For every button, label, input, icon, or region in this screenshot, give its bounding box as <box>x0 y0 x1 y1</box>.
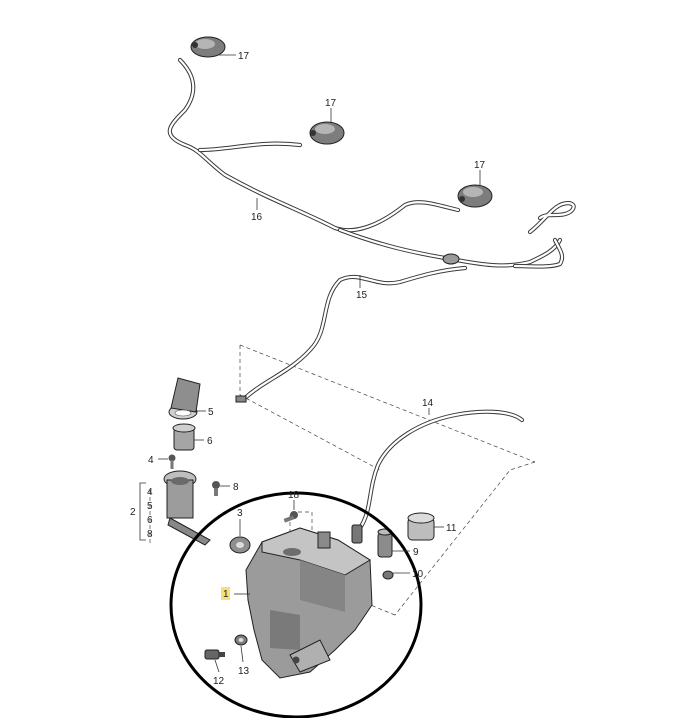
callout-12: 12 <box>213 676 225 687</box>
callout-17a: 17 <box>238 51 250 62</box>
screw-18 <box>283 511 298 523</box>
callout-5: 5 <box>208 407 214 418</box>
callout-17b: 17 <box>325 98 337 109</box>
pump-connector <box>351 524 363 544</box>
filler-neck <box>163 470 211 546</box>
callout-1-highlight <box>221 587 230 600</box>
level-sensor-12 <box>204 649 225 660</box>
washer-nozzle-17b <box>309 121 345 145</box>
callout-11: 11 <box>446 523 457 534</box>
grommet-13 <box>234 634 248 646</box>
callout-2-sub-4: 4 <box>147 487 153 498</box>
screw-4 <box>168 454 176 469</box>
bolt-8 <box>212 481 220 496</box>
strainer-6 <box>172 423 196 451</box>
callout-10: 10 <box>412 569 424 580</box>
washer-hose-15 <box>242 265 468 401</box>
washer-hose-16 <box>167 57 576 269</box>
callout-17c: 17 <box>474 160 486 171</box>
washer-nozzle-17a <box>190 36 226 58</box>
callout-9: 9 <box>413 547 419 558</box>
grommet-10 <box>382 570 394 580</box>
leader-lines <box>139 54 481 673</box>
washer-hose-14 <box>357 409 525 531</box>
callout-15: 15 <box>356 290 368 301</box>
seal-11 <box>407 512 435 541</box>
callout-14: 14 <box>422 398 434 409</box>
callout-2: 2 <box>130 507 136 518</box>
washer-reservoir-1 <box>245 527 373 679</box>
callout-2-sub-6: 6 <box>147 515 153 526</box>
filler-cap-5 <box>168 377 201 420</box>
hose-connector <box>442 253 460 265</box>
callout-labels: 17 17 17 16 15 14 5 6 4 8 3 18 11 9 10 1… <box>130 51 486 687</box>
callout-8: 8 <box>233 482 239 493</box>
grommet-3 <box>229 536 251 554</box>
callout-2-sub-8: 8 <box>147 529 153 540</box>
callout-4: 4 <box>148 455 154 466</box>
callout-2-sub-5: 5 <box>147 501 153 512</box>
callout-16: 16 <box>251 212 263 223</box>
callout-3: 3 <box>237 508 243 519</box>
hose-connector <box>235 395 247 403</box>
highlight-ellipse <box>169 491 423 718</box>
callout-1: 1 <box>223 589 229 600</box>
callout-6: 6 <box>207 436 213 447</box>
callout-13: 13 <box>238 666 250 677</box>
washer-nozzle-17c <box>457 184 493 208</box>
callout-18: 18 <box>288 490 300 501</box>
